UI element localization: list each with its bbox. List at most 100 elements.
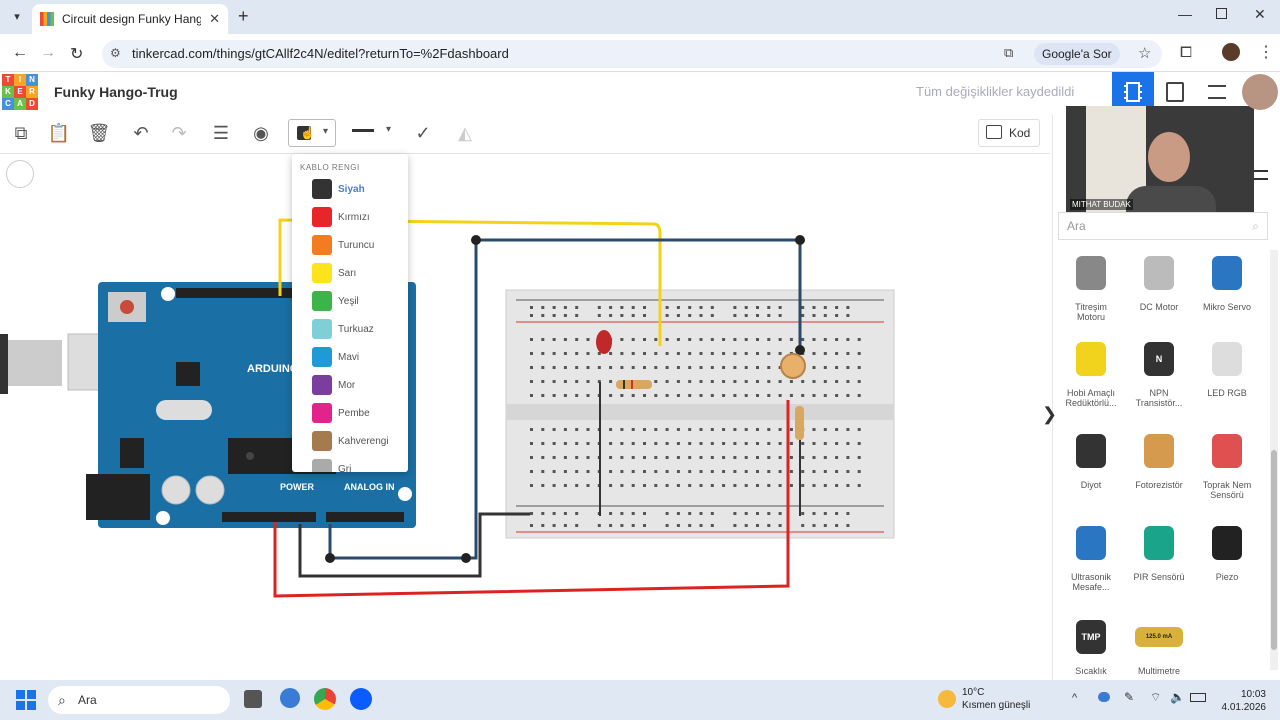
breadboard-hole: [563, 456, 567, 459]
component-item[interactable]: Piezo: [1196, 518, 1258, 582]
taskbar-search[interactable]: ⌕ Ara: [48, 686, 230, 714]
pen-icon[interactable]: ✎: [1124, 690, 1135, 704]
panel-list-icon[interactable]: [1254, 170, 1268, 180]
breadboard-hole: [665, 442, 669, 445]
red-led[interactable]: [596, 330, 612, 354]
install-app-icon[interactable]: ⧉: [1004, 45, 1014, 60]
wire-color-item[interactable]: Yeşil: [312, 291, 359, 311]
profile-avatar[interactable]: [1222, 43, 1240, 61]
minimize-icon[interactable]: —: [1178, 6, 1192, 22]
yellow-wire[interactable]: [278, 218, 662, 346]
wire-color-button[interactable]: ▾: [288, 119, 336, 147]
task-view-icon[interactable]: [244, 690, 262, 708]
wire-joint[interactable]: [795, 235, 805, 245]
chevron-down-icon[interactable]: ▾: [386, 124, 392, 135]
user-avatar[interactable]: [1242, 74, 1278, 110]
component-item[interactable]: Mikro Servo: [1196, 248, 1258, 312]
resistor[interactable]: [616, 380, 652, 389]
weather-widget[interactable]: 10°C Kısmen güneşli: [938, 686, 1048, 712]
component-item[interactable]: Hobi Amaçlı Redüktörlü...: [1060, 334, 1122, 408]
component-item[interactable]: Toprak Nem Sensörü: [1196, 426, 1258, 500]
component-item[interactable]: DC Motor: [1128, 248, 1190, 312]
wire-joint[interactable]: [471, 235, 481, 245]
component-item[interactable]: LED RGB: [1196, 334, 1258, 398]
code-button[interactable]: Kod: [978, 119, 1040, 147]
fit-view-icon[interactable]: [6, 160, 34, 188]
cloud-icon[interactable]: [1098, 692, 1110, 702]
component-item[interactable]: Titreşim Motoru: [1060, 248, 1122, 322]
component-item[interactable]: Diyot: [1060, 426, 1122, 490]
navy-wire[interactable]: [328, 240, 478, 560]
wire-color-item[interactable]: Kahverengi: [312, 431, 389, 451]
visibility-icon[interactable]: ◉: [253, 123, 269, 143]
maximize-icon[interactable]: [1216, 8, 1227, 19]
breadboard-hole: [552, 470, 556, 473]
delete-icon[interactable]: 🗑: [87, 123, 111, 143]
reload-icon[interactable]: ↻: [70, 46, 84, 63]
copy-icon[interactable]: ⧉: [14, 123, 28, 143]
component-list-icon[interactable]: [1208, 85, 1226, 99]
ask-google-button[interactable]: Google'a Sor: [1034, 43, 1120, 65]
wire-joint[interactable]: [325, 553, 335, 563]
black-wire[interactable]: [298, 512, 530, 578]
collapse-panel-icon[interactable]: ❯: [1042, 404, 1058, 424]
paste-icon[interactable]: 📋: [47, 123, 71, 143]
zoom-icon[interactable]: [350, 688, 372, 710]
component-search-input[interactable]: Ara ⌕: [1058, 212, 1268, 240]
resistor-vertical[interactable]: [795, 406, 804, 440]
wire-color-item[interactable]: Sarı: [312, 263, 356, 283]
notes-icon[interactable]: ☰: [212, 123, 230, 143]
close-window-icon[interactable]: ✕: [1254, 6, 1266, 22]
breadboard-hole: [575, 314, 579, 317]
component-item[interactable]: Ultrasonik Mesafe...: [1060, 518, 1122, 592]
battery-icon[interactable]: [1190, 693, 1206, 702]
wire-color-item[interactable]: Turuncu: [312, 235, 374, 255]
project-title[interactable]: Funky Hango-Trug: [54, 84, 178, 100]
url-field[interactable]: ⚙ tinkercad.com/things/gtCAllf2c4N/edite…: [102, 40, 1162, 68]
wire-color-item[interactable]: Mavi: [312, 347, 359, 367]
panel-scrollbar[interactable]: [1270, 250, 1278, 670]
browser-tab[interactable]: Circuit design Funky Hango-Tru ✕: [32, 4, 228, 34]
breadboard-hole: [541, 512, 545, 515]
wifi-icon[interactable]: ⌔: [1150, 690, 1162, 704]
forward-icon[interactable]: →: [40, 44, 56, 61]
tinkercad-logo[interactable]: T I N K E R C A D: [2, 74, 38, 110]
system-clock[interactable]: 10:03 4.01.2026: [1214, 688, 1267, 714]
wire-joint[interactable]: [461, 553, 471, 563]
chrome-icon[interactable]: [314, 688, 336, 710]
component-item[interactable]: Fotorezistör: [1128, 426, 1190, 490]
wire-color-item[interactable]: Pembe: [312, 403, 370, 423]
volume-icon[interactable]: 🔈: [1170, 690, 1185, 704]
bookmark-star-icon[interactable]: ☆: [1138, 45, 1152, 62]
tab-close-icon[interactable]: ✕: [209, 11, 220, 26]
browser-menu-icon[interactable]: ⋮: [1258, 44, 1274, 61]
wire-color-item[interactable]: Turkuaz: [312, 319, 374, 339]
new-tab-icon[interactable]: +: [238, 6, 249, 26]
flip-icon[interactable]: ◭: [458, 123, 472, 143]
site-info-icon[interactable]: ⚙: [110, 46, 121, 60]
wire-color-item[interactable]: Gri: [312, 459, 351, 472]
photoresistor[interactable]: [780, 353, 806, 379]
undo-icon[interactable]: ↶: [133, 123, 149, 143]
scrollbar-thumb[interactable]: [1271, 450, 1277, 650]
redo-icon[interactable]: ↷: [171, 123, 187, 143]
component-item[interactable]: PIR Sensörü: [1128, 518, 1190, 582]
rotate-icon[interactable]: ✓: [415, 123, 431, 143]
wire-color-item[interactable]: Kırmızı: [312, 207, 370, 227]
extensions-icon[interactable]: ⧠: [1180, 44, 1193, 61]
wire-joint[interactable]: [795, 345, 805, 355]
schematic-view-icon[interactable]: [1166, 82, 1184, 102]
windows-start-icon[interactable]: [16, 690, 36, 710]
back-icon[interactable]: ←: [12, 44, 28, 61]
wire-type-icon[interactable]: [352, 129, 374, 132]
wire-color-item[interactable]: Siyah: [312, 179, 365, 199]
app-icon[interactable]: [280, 688, 300, 708]
red-wire[interactable]: [273, 400, 790, 598]
circuit-view-button[interactable]: [1112, 72, 1154, 112]
tray-chevron-icon[interactable]: ^: [1072, 692, 1078, 704]
wire-color-item[interactable]: Mor: [312, 375, 355, 395]
tab-list-icon[interactable]: ▾: [14, 11, 20, 23]
